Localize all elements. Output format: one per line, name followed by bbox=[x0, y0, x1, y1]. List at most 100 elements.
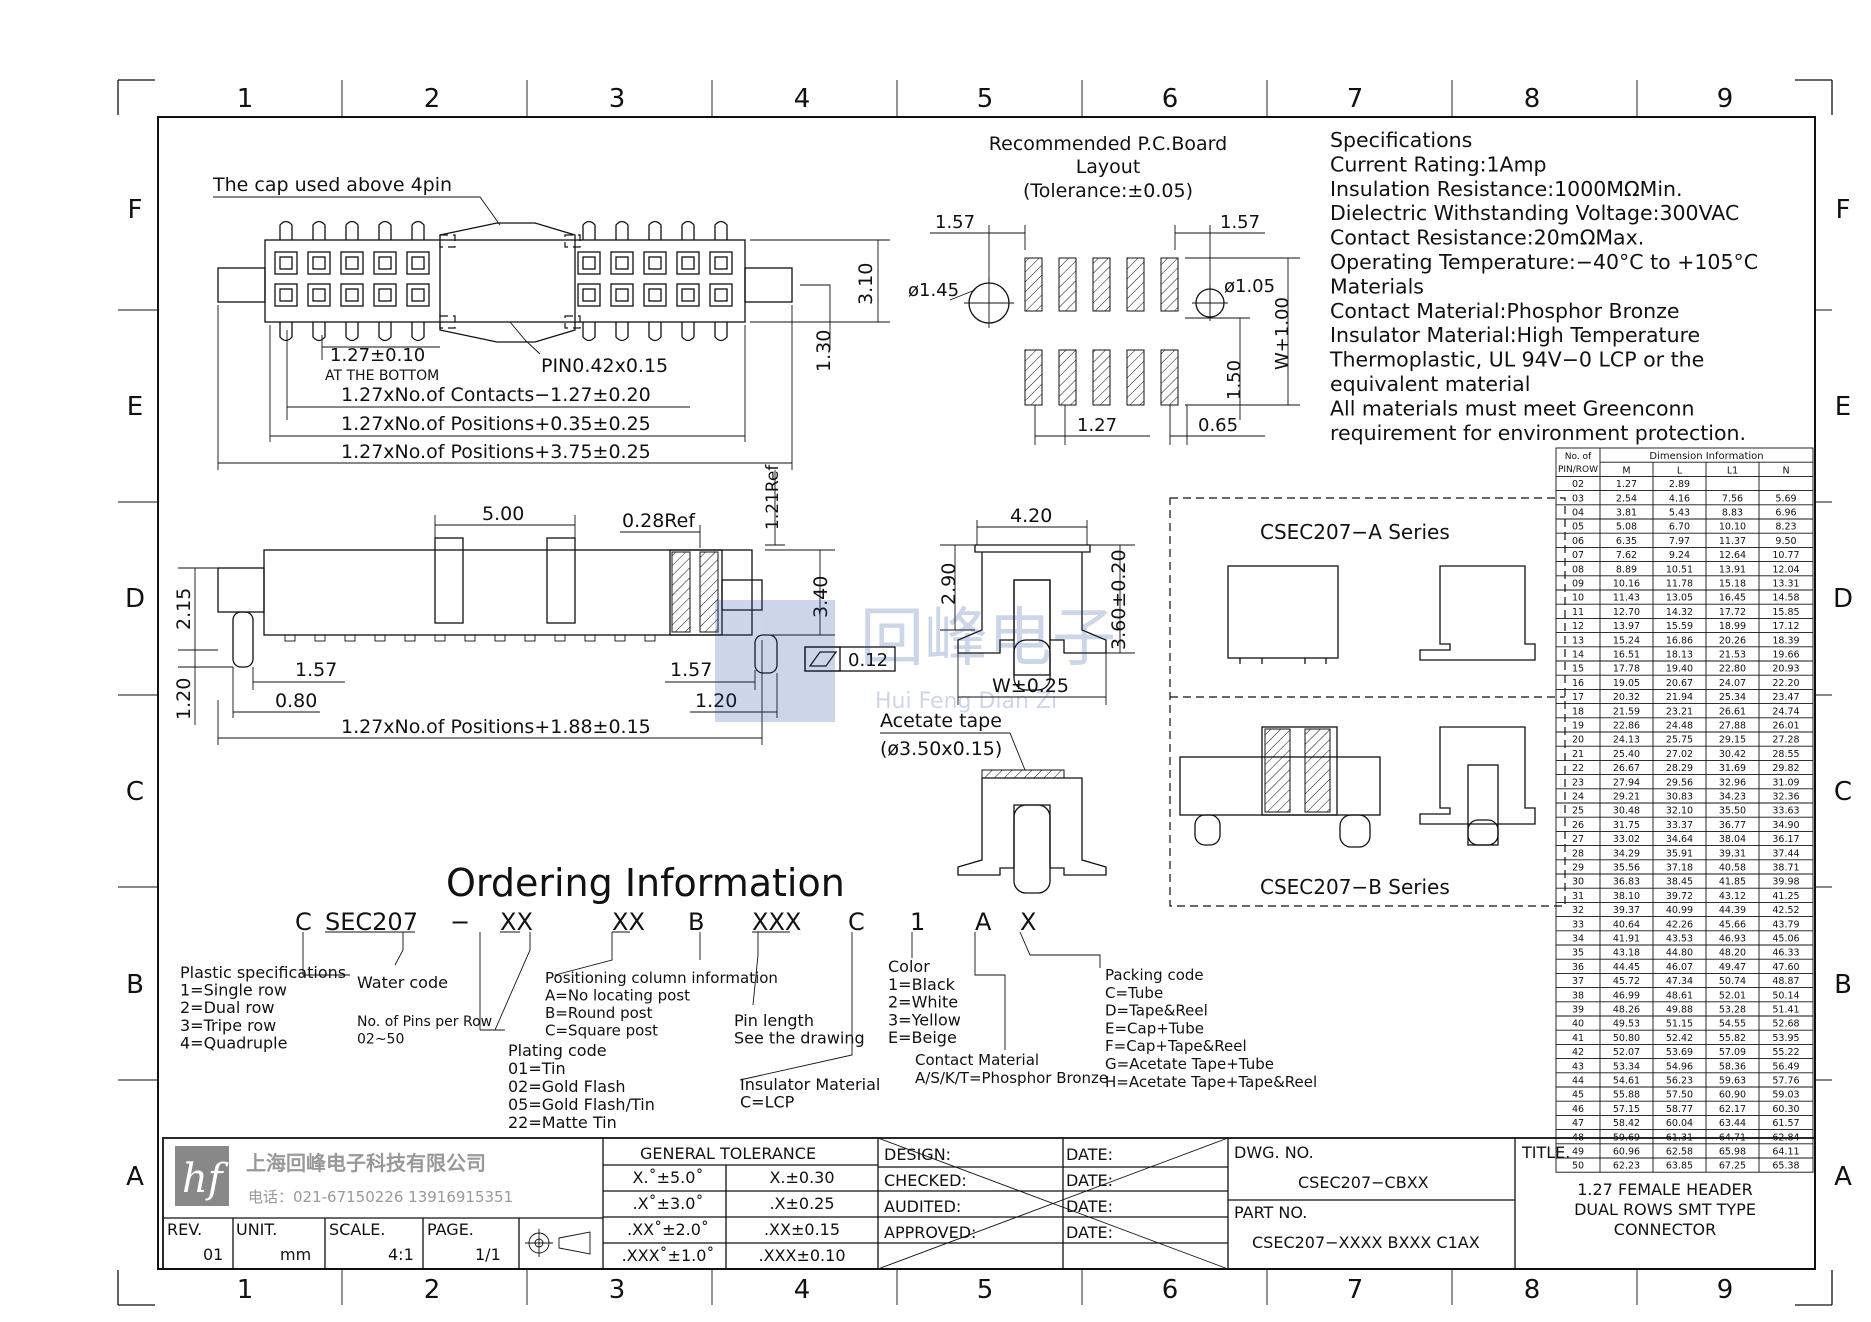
column-label: 3 bbox=[609, 1275, 626, 1305]
dim-table-cell: 54.96 bbox=[1666, 1061, 1693, 1072]
title-line: 1.27 FEMALE HEADER bbox=[1577, 1180, 1753, 1199]
dim-table-cell: 26.61 bbox=[1719, 706, 1746, 717]
packing-line: G=Acetate Tape+Tube bbox=[1105, 1055, 1274, 1073]
tolerance-title: GENERAL TOLERANCE bbox=[640, 1144, 816, 1163]
dim-table-cell: 39 bbox=[1572, 1005, 1584, 1016]
pcb-dim-pitch: 1.27 bbox=[1077, 415, 1117, 436]
contact-material-line: Contact Material bbox=[915, 1051, 1039, 1069]
plating-line: 02=Gold Flash bbox=[508, 1077, 626, 1096]
dim-table-cell: 55.82 bbox=[1719, 1033, 1746, 1044]
date-label: DATE: bbox=[1066, 1197, 1113, 1216]
row-label: A bbox=[1834, 1162, 1852, 1192]
dim-table-cell: 19.40 bbox=[1666, 664, 1693, 675]
dim-table-cell: 40 bbox=[1572, 1019, 1584, 1030]
dim-table-cell: 61.57 bbox=[1772, 1118, 1799, 1129]
packing-line: F=Cap+Tape&Reel bbox=[1105, 1037, 1247, 1055]
end-dim-w: W±0.25 bbox=[992, 675, 1069, 697]
dim-table-cell: 7.62 bbox=[1616, 550, 1637, 561]
pcb-layout: Recommended P.C.Board Layout (Tolerance:… bbox=[908, 133, 1300, 445]
tape-label: Acetate tape bbox=[880, 710, 1002, 732]
dim-table-cell: 26 bbox=[1572, 820, 1584, 831]
color-line: E=Beige bbox=[888, 1028, 957, 1047]
dim-table-cell: 53.28 bbox=[1719, 1005, 1746, 1016]
pcb-hole-small: ø1.05 bbox=[1224, 276, 1275, 297]
dim-table-cell: 44.45 bbox=[1613, 962, 1640, 973]
row-label: A bbox=[126, 1162, 144, 1192]
dim-table-cell: 15 bbox=[1572, 664, 1584, 675]
dim-table-cell: 40.99 bbox=[1666, 905, 1693, 916]
column-label: 7 bbox=[1347, 1275, 1364, 1305]
rev-value: 01 bbox=[203, 1245, 223, 1264]
dim-table-cell: 49.88 bbox=[1666, 1005, 1693, 1016]
dim-table-cell: 37.44 bbox=[1772, 848, 1799, 859]
dim-table-cell: 64.11 bbox=[1772, 1147, 1799, 1158]
dim-table-cell: 21.59 bbox=[1613, 706, 1640, 717]
end-dim-290: 2.90 bbox=[938, 563, 960, 605]
dim-table-cell: 31.09 bbox=[1772, 777, 1799, 788]
dim-table-cell: 27.02 bbox=[1666, 749, 1693, 760]
dim-table-cell: 12.04 bbox=[1772, 564, 1799, 575]
dim-table-cell: 47.34 bbox=[1666, 976, 1693, 987]
side-dim-120a: 1.20 bbox=[173, 678, 195, 720]
dim-table-cell: 36.17 bbox=[1772, 834, 1799, 845]
dim-table-cell: 6.70 bbox=[1669, 522, 1690, 533]
dim-table-cell: 06 bbox=[1572, 536, 1584, 547]
dim-table-cell: 63.44 bbox=[1719, 1118, 1746, 1129]
contact-material-line: A/S/K/T=Phosphor Bronze bbox=[915, 1069, 1108, 1087]
dim-table-cell: 13.91 bbox=[1719, 564, 1746, 575]
dim-table-cell: 30.83 bbox=[1666, 792, 1693, 803]
dim-table-cell: 18.39 bbox=[1772, 635, 1799, 646]
dim-table-cell: 21.53 bbox=[1719, 650, 1746, 661]
dim-table-cell: 38 bbox=[1572, 990, 1584, 1001]
flatness-value: 0.12 bbox=[848, 650, 888, 671]
company-logo: hf bbox=[182, 1156, 229, 1202]
order-code-part: − bbox=[450, 908, 470, 936]
watermark-cn: 回峰电子 bbox=[860, 602, 1116, 676]
dim-table-cell: 25.40 bbox=[1613, 749, 1640, 760]
dim-table-cell: 10.16 bbox=[1613, 579, 1640, 590]
dim-table-cell: 23.21 bbox=[1666, 706, 1693, 717]
side-dim-215: 2.15 bbox=[173, 588, 195, 630]
dim-table-cell: 51.15 bbox=[1666, 1019, 1693, 1030]
column-label: 4 bbox=[794, 84, 811, 114]
dim-table-cell: 22.86 bbox=[1613, 721, 1640, 732]
dim-table-header: No. of bbox=[1565, 452, 1592, 462]
dim-table-cell: 46.93 bbox=[1719, 934, 1746, 945]
dim-table-cell: 07 bbox=[1572, 550, 1584, 561]
dim-table-cell: 43.79 bbox=[1772, 919, 1799, 930]
dim-table-cell: 57.15 bbox=[1613, 1104, 1640, 1115]
series-views: CSEC207−A Series CSEC207−B Series bbox=[1169, 497, 1566, 907]
dim-table-cell: 46.07 bbox=[1666, 962, 1693, 973]
plastic-spec-line: 3=Tripe row bbox=[180, 1016, 276, 1035]
positioning-line: Positioning column information bbox=[545, 969, 778, 987]
dim-table-cell: 52.01 bbox=[1719, 990, 1746, 1001]
projection-symbol-icon bbox=[525, 1229, 591, 1257]
dim-table-cell: 08 bbox=[1572, 564, 1584, 575]
dim-table-cell: 1.27 bbox=[1616, 479, 1637, 490]
dim-table-cell: 62.58 bbox=[1666, 1147, 1693, 1158]
color-line: 2=White bbox=[888, 993, 958, 1012]
dim-table-cell: 43.18 bbox=[1613, 948, 1640, 959]
dim-table-cell: 50 bbox=[1572, 1161, 1584, 1172]
dim-table-cell: 30.48 bbox=[1613, 806, 1640, 817]
column-label: 6 bbox=[1162, 84, 1179, 114]
dim-table-cell: 25 bbox=[1572, 806, 1584, 817]
dim-table-cell: 59.63 bbox=[1719, 1076, 1746, 1087]
dim-table-cell: 10.10 bbox=[1719, 522, 1746, 533]
dim-table-cell: 46 bbox=[1572, 1104, 1584, 1115]
dim-table-cell: 46.33 bbox=[1772, 948, 1799, 959]
watermark: 回峰电子 Hui Feng Dian Zi bbox=[715, 600, 1116, 722]
dim-table-col: N bbox=[1782, 465, 1789, 476]
title-line: DUAL ROWS SMT TYPE bbox=[1574, 1200, 1756, 1219]
row-label: E bbox=[1835, 392, 1851, 422]
dim-table-cell: 05 bbox=[1572, 522, 1584, 533]
dim-table-cell: 22.20 bbox=[1772, 678, 1799, 689]
dim-table-cell: 03 bbox=[1572, 493, 1584, 504]
dim-table-cell: 53.34 bbox=[1613, 1061, 1640, 1072]
side-view: 5.00 0.28Ref 1.21Ref 3.40 2.15 1.20 1.57… bbox=[173, 464, 896, 745]
plastic-spec-line: 2=Dual row bbox=[180, 998, 274, 1017]
dim-table-cell: 42.26 bbox=[1666, 919, 1693, 930]
insulator-line: C=LCP bbox=[740, 1093, 795, 1112]
dim-table-cell: 17.12 bbox=[1772, 621, 1799, 632]
